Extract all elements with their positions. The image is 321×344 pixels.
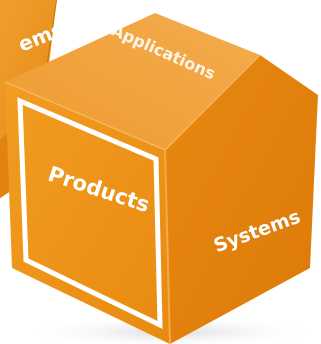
front-cube: Applications Products Systems	[4, 13, 318, 344]
right-face	[165, 55, 318, 344]
top-face	[5, 13, 260, 150]
front-face-border	[17, 97, 163, 330]
front-right-edge	[164, 149, 171, 344]
back-cube-edge	[45, 0, 58, 73]
